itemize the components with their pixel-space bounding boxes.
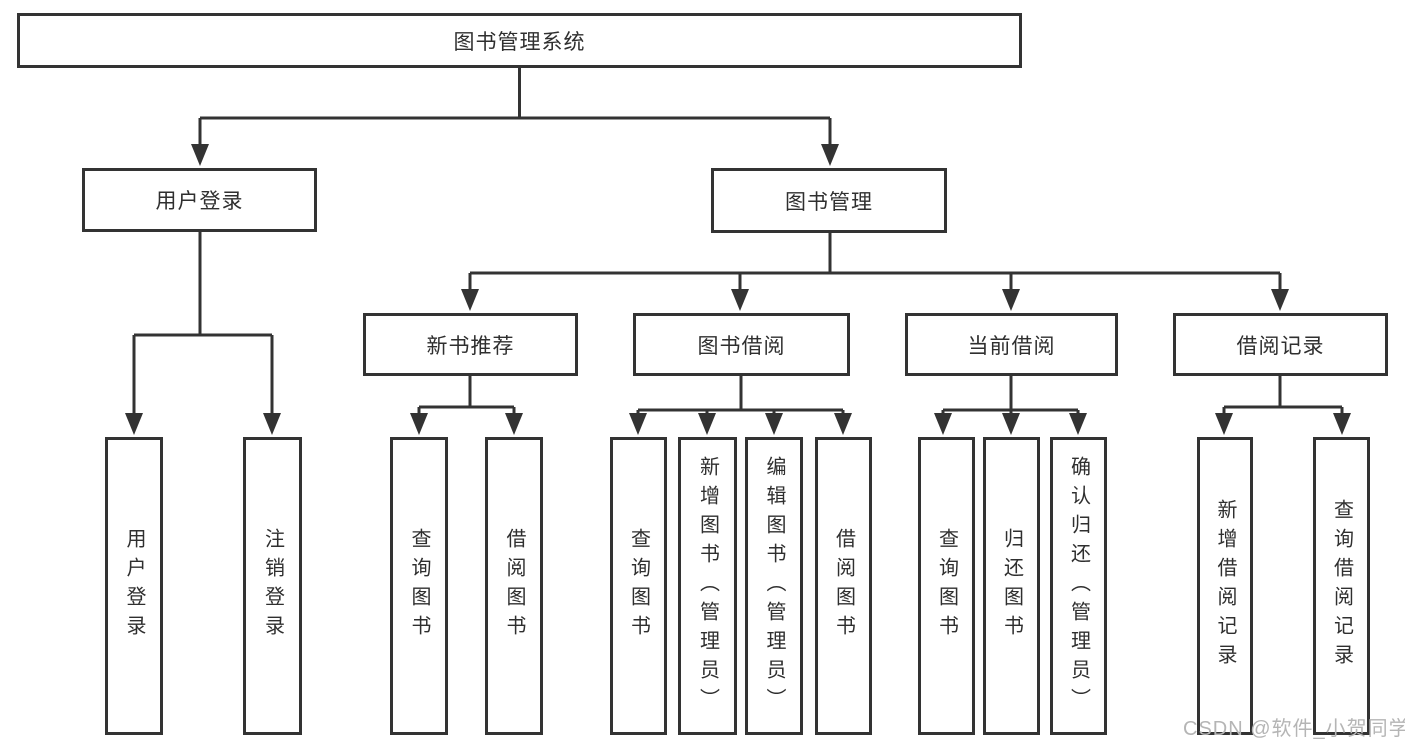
arrowhead-icons [125,144,1351,435]
node-root-system: 图书管理系统 [17,13,1022,68]
leaf-query-borrow-record: 查询借阅记录 [1313,437,1370,735]
leaf-confirm-return-admin: 确认归还（管理员） [1050,437,1107,735]
node-book-borrow: 图书借阅 [633,313,850,376]
leaf-return-books-label: 归还图书 [1000,528,1023,644]
leaf-query-books-recommend: 查询图书 [390,437,448,735]
leaf-logout-label: 注销登录 [261,528,284,644]
leaf-user-login-label: 用户登录 [123,528,145,644]
node-current-borrow: 当前借阅 [905,313,1118,376]
csdn-watermark: CSDN @软件_小贺同学 [1183,718,1405,740]
leaf-borrow-books-label: 借阅图书 [832,528,855,644]
leaf-confirm-return-admin-label: 确认归还（管理员） [1067,455,1090,717]
leaf-borrow-books-recommend: 借阅图书 [485,437,543,735]
leaf-query-books-borrow: 查询图书 [610,437,667,735]
leaf-borrow-books-recommend-label: 借阅图书 [503,528,525,644]
leaf-add-borrow-record: 新增借阅记录 [1197,437,1253,735]
leaf-user-login: 用户登录 [105,437,163,735]
node-book-management: 图书管理 [711,168,947,233]
leaf-query-books-borrow-label: 查询图书 [627,528,650,644]
node-user-login: 用户登录 [82,168,317,232]
leaf-borrow-books: 借阅图书 [815,437,872,735]
leaf-edit-books-admin-label: 编辑图书（管理员） [763,455,785,717]
leaf-query-borrow-record-label: 查询借阅记录 [1330,499,1353,673]
leaf-logout: 注销登录 [243,437,302,735]
leaf-query-books-current: 查询图书 [918,437,975,735]
leaf-query-books-current-label: 查询图书 [935,528,958,644]
node-borrow-records: 借阅记录 [1173,313,1388,376]
leaf-return-books: 归还图书 [983,437,1040,735]
leaf-add-books-admin: 新增图书（管理员） [678,437,737,735]
leaf-query-books-recommend-label: 查询图书 [408,528,430,644]
node-new-book-recommend: 新书推荐 [363,313,578,376]
leaf-edit-books-admin: 编辑图书（管理员） [745,437,803,735]
leaf-add-books-admin-label: 新增图书（管理员） [696,455,719,717]
leaf-add-borrow-record-label: 新增借阅记录 [1214,499,1236,673]
